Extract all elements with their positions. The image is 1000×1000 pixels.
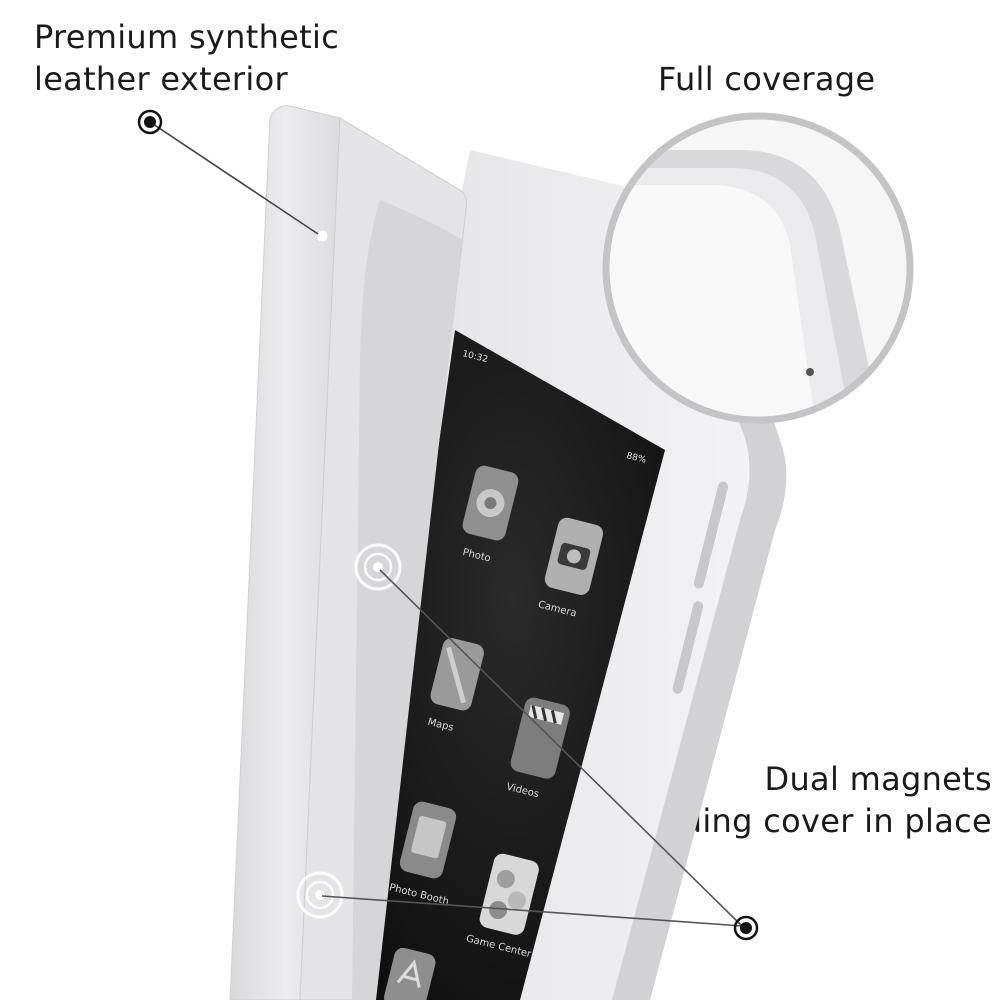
leather-callout-target [315, 229, 329, 243]
volume-button [693, 481, 729, 589]
callout-leader-lines [149, 121, 743, 927]
volume-button-lower [672, 601, 704, 694]
callout-leather-line1: Premium synthetic [34, 18, 340, 56]
callout-leather-label: Premium synthetic leather exterior [34, 16, 339, 100]
bullet-icon-leather [137, 109, 163, 135]
folding-cover [229, 105, 467, 1000]
callout-magnets-line1: Dual magnets [764, 760, 992, 798]
coverage-zoom-detail [602, 112, 914, 424]
bullet-icon-magnets [733, 915, 759, 941]
callout-leather-line2: leather exterior [34, 60, 288, 98]
app-camera: Camera [537, 517, 604, 619]
app-store [384, 947, 436, 1000]
status-battery: 88% [625, 451, 647, 466]
app-maps: Maps [426, 638, 484, 734]
callout-coverage-text: Full coverage [658, 60, 876, 98]
magnet-marker-lower [296, 871, 344, 919]
app-store-icon [384, 947, 436, 1000]
tablet-screen: 10:32 88% Photo Camera Maps Videos [360, 330, 665, 1000]
callout-coverage-label: Full coverage [658, 58, 875, 100]
